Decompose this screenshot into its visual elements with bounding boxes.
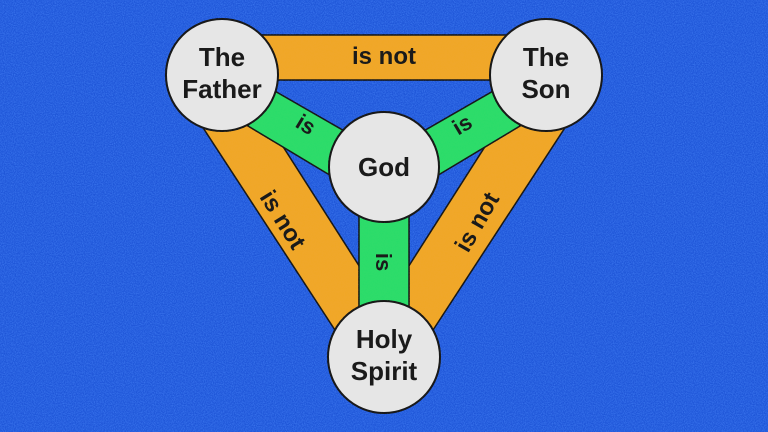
node-spirit: Holy Spirit	[327, 300, 441, 414]
node-spirit-line2: Spirit	[351, 356, 418, 386]
is-not-bands	[196, 34, 572, 351]
node-son-line2: Son	[521, 74, 570, 104]
node-father-line2: Father	[182, 74, 261, 104]
label-spirit-god: is	[371, 253, 396, 271]
node-spirit-line1: Holy	[356, 324, 413, 354]
node-father: The Father	[165, 18, 279, 132]
node-father-line1: The	[199, 42, 245, 72]
node-god-label: God	[358, 152, 410, 182]
node-spirit-circle	[327, 300, 441, 414]
node-father-circle	[165, 18, 279, 132]
node-god-circle	[328, 111, 440, 223]
node-son-line1: The	[523, 42, 569, 72]
node-god: God	[328, 111, 440, 223]
label-father-son: is not	[352, 43, 416, 70]
node-son-circle	[489, 18, 603, 132]
node-son: The Son	[489, 18, 603, 132]
